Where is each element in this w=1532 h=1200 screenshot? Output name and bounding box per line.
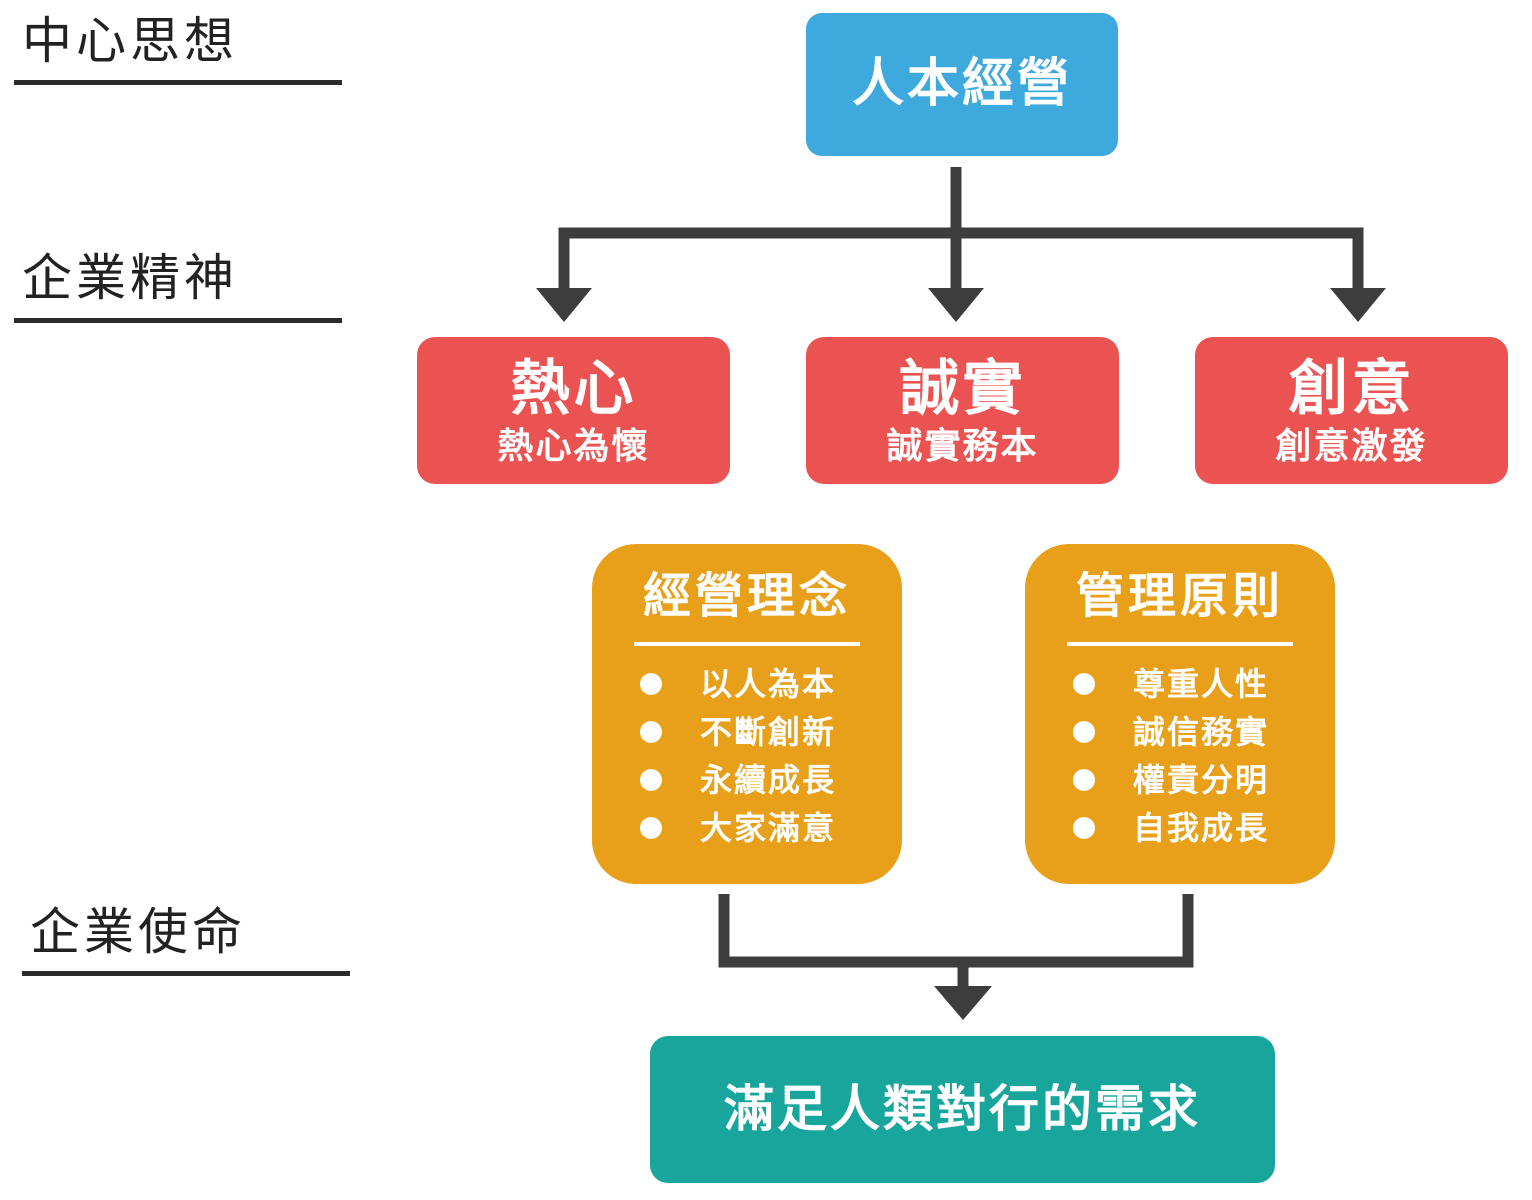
connector-principles-to-mission — [718, 894, 1194, 988]
label-enterprise-mission: 企業使命 — [30, 903, 246, 961]
label-core-thought: 中心思想 — [22, 12, 238, 70]
list-item-label: 永續成長 — [700, 761, 837, 799]
bullet-icon — [640, 673, 662, 695]
rule-enterprise-spirit — [14, 318, 342, 323]
list-item: 不斷創新 — [592, 708, 902, 756]
list-item: 尊重人性 — [1025, 660, 1335, 708]
principle-list: 以人為本 不斷創新 永續成長 大家滿意 — [592, 660, 902, 852]
list-item: 自我成長 — [1025, 804, 1335, 852]
principle-list: 尊重人性 誠信務實 權責分明 自我成長 — [1025, 660, 1335, 852]
list-item-label: 誠信務實 — [1133, 713, 1270, 751]
bullet-icon — [1073, 673, 1095, 695]
arrowhead-mission-icon — [934, 986, 992, 1020]
spirit-subtitle: 創意激發 — [1275, 426, 1428, 467]
principle-title: 經營理念 — [642, 568, 851, 624]
bullet-icon — [1073, 769, 1095, 791]
principle-title: 管理原則 — [1075, 568, 1284, 624]
mission-box: 滿足人類對行的需求 — [650, 1036, 1275, 1183]
principle-box-business-philosophy: 經營理念 以人為本 不斷創新 永續成長 大家滿意 — [592, 544, 902, 884]
arrowhead-right-icon — [1330, 288, 1386, 322]
list-item-label: 自我成長 — [1133, 809, 1270, 847]
list-item-label: 不斷創新 — [700, 713, 837, 751]
spirit-subtitle: 誠實務本 — [886, 426, 1039, 467]
list-item: 權責分明 — [1025, 756, 1335, 804]
arrowhead-left-icon — [536, 288, 592, 322]
spirit-box-enthusiasm: 熱心 熱心為懷 — [417, 337, 730, 484]
principle-box-management-principles: 管理原則 尊重人性 誠信務實 權責分明 自我成長 — [1025, 544, 1335, 884]
list-item: 以人為本 — [592, 660, 902, 708]
spirit-box-honesty: 誠實 誠實務本 — [806, 337, 1119, 484]
rule-core-thought — [14, 80, 342, 85]
list-item: 永續成長 — [592, 756, 902, 804]
list-item-label: 尊重人性 — [1133, 665, 1270, 703]
bullet-icon — [1073, 817, 1095, 839]
spirit-box-creativity: 創意 創意激發 — [1195, 337, 1508, 484]
connector-branch-bar — [558, 227, 1364, 290]
rule-enterprise-mission — [22, 971, 350, 976]
core-thought-box: 人本經營 — [806, 13, 1118, 156]
bullet-icon — [640, 721, 662, 743]
bullet-icon — [640, 817, 662, 839]
list-item-label: 大家滿意 — [700, 809, 837, 847]
connector-merge-bar — [718, 894, 1194, 968]
principle-divider — [1067, 642, 1293, 646]
spirit-subtitle: 熱心為懷 — [497, 426, 650, 467]
list-item: 誠信務實 — [1025, 708, 1335, 756]
principle-divider — [634, 642, 860, 646]
bullet-icon — [640, 769, 662, 791]
spirit-title: 創意 — [1288, 354, 1415, 424]
arrowhead-center-icon — [928, 288, 984, 322]
spirit-title: 誠實 — [899, 354, 1026, 424]
list-item-label: 以人為本 — [700, 665, 837, 703]
spirit-title: 熱心 — [510, 354, 637, 424]
list-item: 大家滿意 — [592, 804, 902, 852]
list-item-label: 權責分明 — [1133, 761, 1270, 799]
bullet-icon — [1073, 721, 1095, 743]
connector-core-to-spirits — [558, 167, 1364, 290]
label-enterprise-spirit: 企業精神 — [22, 249, 238, 307]
